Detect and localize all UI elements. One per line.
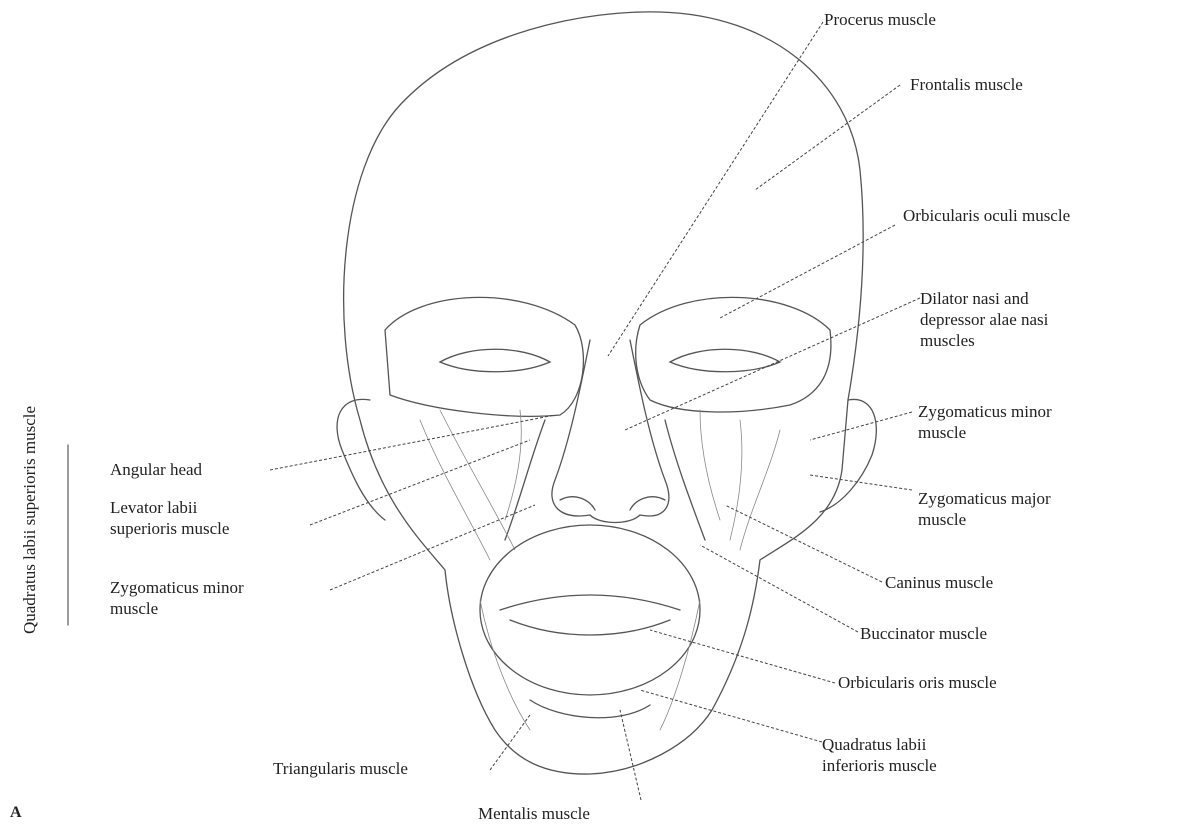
leader-triangularis xyxy=(490,715,530,770)
leader-mentalis xyxy=(620,710,641,800)
leader-angular-head xyxy=(270,415,555,470)
label-procerus: Procerus muscle xyxy=(824,9,936,30)
leader-dilator-nasi xyxy=(625,298,920,430)
label-orbicularis-oculi: Orbicularis oculi muscle xyxy=(903,205,1070,226)
leader-orbicularis-oculi xyxy=(720,225,895,318)
left-eye xyxy=(440,349,550,372)
leader-quadratus-inferioris xyxy=(640,690,822,742)
right-orbit xyxy=(636,297,831,412)
label-mentalis: Mentalis muscle xyxy=(478,803,590,824)
mouth-ring xyxy=(480,525,700,695)
leader-caninus xyxy=(725,505,882,582)
right-ear xyxy=(820,399,876,512)
head-outline xyxy=(344,12,864,774)
left-orbit xyxy=(385,297,583,416)
label-buccinator: Buccinator muscle xyxy=(860,623,987,644)
leader-zygomaticus-minor-left xyxy=(330,505,535,590)
nose xyxy=(552,340,669,523)
left-ear xyxy=(337,399,385,520)
figure-letter: A xyxy=(10,804,22,822)
leader-buccinator xyxy=(700,545,858,632)
leader-zygomaticus-minor-right xyxy=(810,412,912,440)
leader-procerus xyxy=(608,22,823,356)
leader-frontalis xyxy=(755,85,900,190)
label-triangularis: Triangularis muscle xyxy=(273,758,408,779)
label-caninus: Caninus muscle xyxy=(885,572,993,593)
leader-orbicularis-oris xyxy=(650,630,835,683)
label-frontalis: Frontalis muscle xyxy=(910,74,1023,95)
label-angular-head: Angular head xyxy=(110,459,202,480)
side-label-quadratus-superioris: Quadratus labii superioris muscle xyxy=(20,406,40,634)
label-orbicularis-oris: Orbicularis oris muscle xyxy=(838,672,997,693)
